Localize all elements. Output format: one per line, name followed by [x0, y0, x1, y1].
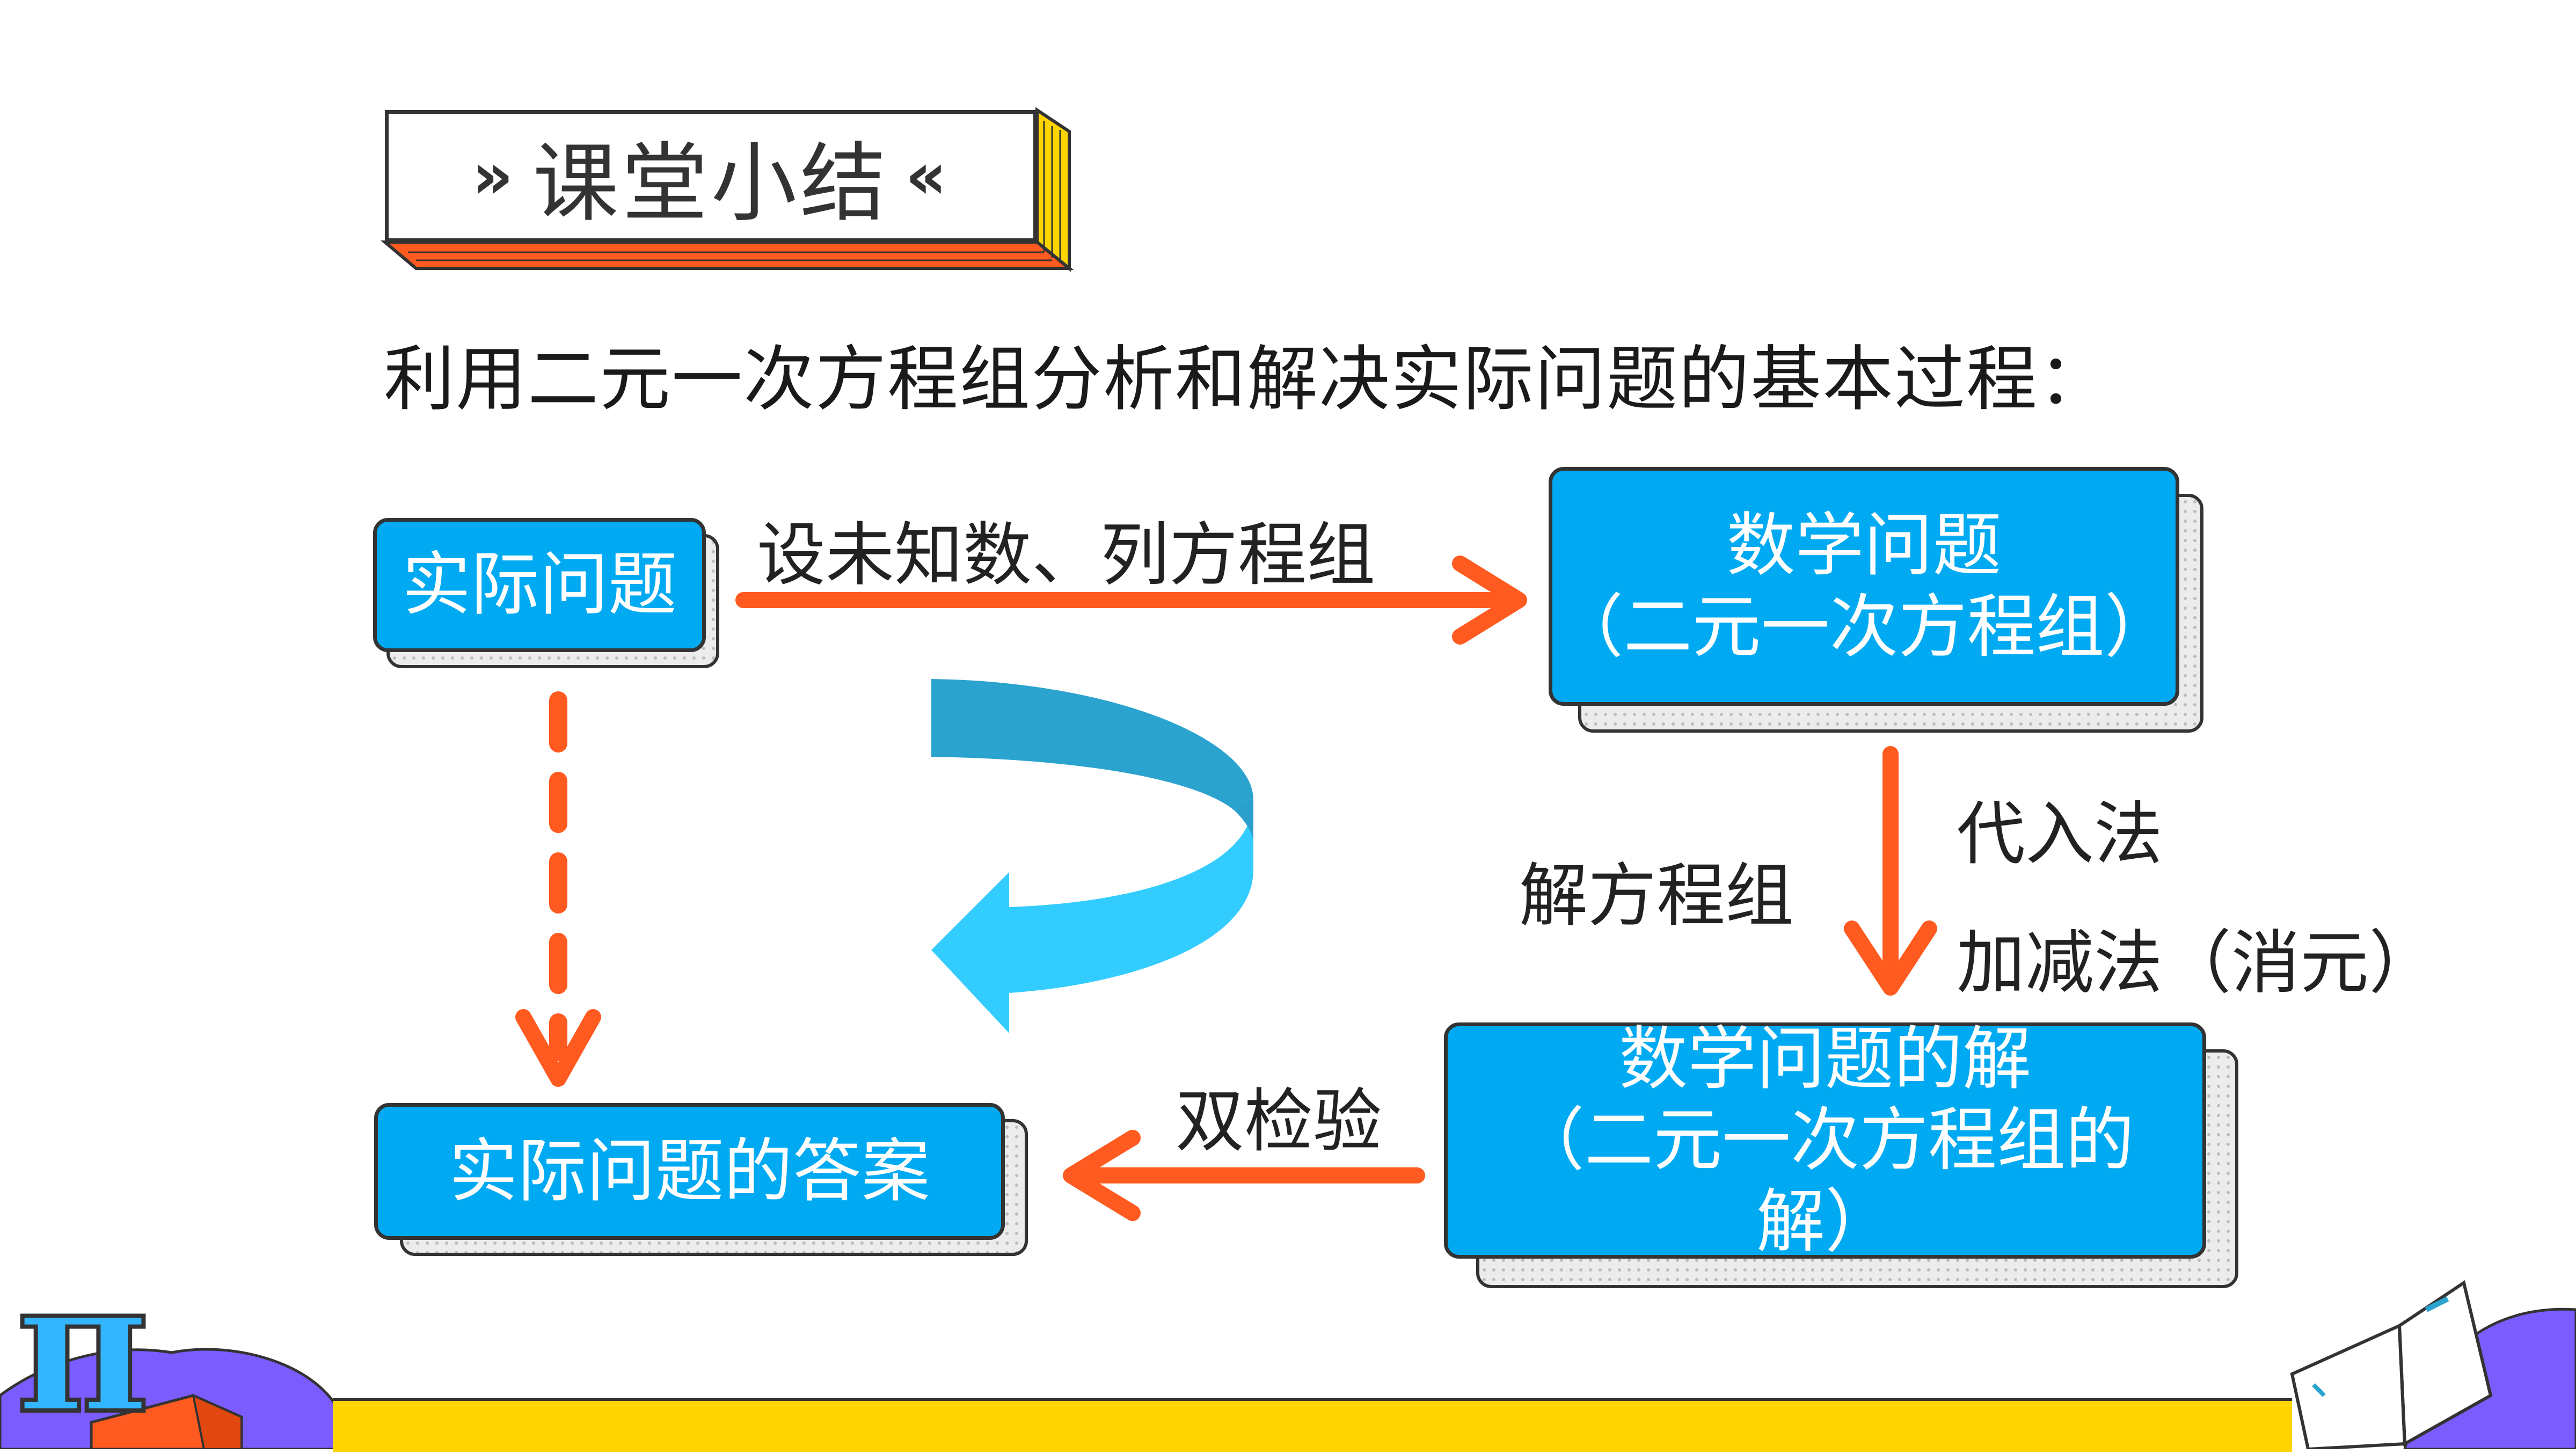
bottom-left-decoration	[0, 1348, 367, 1449]
bottom-right-book-decoration	[2290, 1280, 2576, 1449]
page-title: 课堂小结	[532, 133, 889, 233]
node-math-solution-line2: （二元一次方程组的	[1515, 1100, 2134, 1181]
node-actual-problem-label: 实际问题	[402, 545, 677, 625]
pi-symbol-icon: π	[14, 1240, 152, 1454]
edge-label-solve: 解方程组	[1519, 856, 1794, 936]
node-math-problem-line2: （二元一次方程组）	[1555, 587, 2173, 667]
arrow-dashed-answer	[515, 691, 601, 1087]
edge-label-elimination: 加减法（消元）	[1957, 923, 2438, 1003]
bottom-yellow-strip	[333, 1398, 2292, 1452]
title-banner: » 课堂小结 «	[385, 110, 1037, 242]
node-math-solution-line3: 解）	[1756, 1181, 1894, 1262]
edge-label-substitution: 代入法	[1957, 794, 2163, 874]
node-answer-label: 实际问题的答案	[449, 1131, 930, 1211]
curved-return-arrow	[931, 679, 1253, 1033]
arrow-double-check	[1063, 1130, 1425, 1221]
edge-label-double-check: 双检验	[1176, 1082, 1382, 1161]
node-answer: 实际问题的答案	[374, 1103, 1005, 1240]
chevron-left-icon: «	[905, 138, 951, 214]
chevron-right-icon: »	[471, 138, 517, 214]
node-math-problem-line1: 数学问题	[1726, 506, 2002, 586]
node-actual-problem: 实际问题	[373, 518, 706, 652]
arrow-solve-equations	[1844, 746, 1937, 996]
diagram-subtitle: 利用二元一次方程组分析和解决实际问题的基本过程：	[384, 338, 2110, 421]
banner-side-decoration	[380, 107, 1074, 272]
node-math-solution: 数学问题的解 （二元一次方程组的 解）	[1444, 1019, 2206, 1262]
node-math-solution-line1: 数学问题的解	[1618, 1019, 2031, 1100]
node-math-problem: 数学问题 （二元一次方程组）	[1549, 467, 2179, 706]
edge-label-setup: 设未知数、列方程组	[757, 515, 1376, 595]
arrow-setup-equations	[735, 556, 1527, 645]
